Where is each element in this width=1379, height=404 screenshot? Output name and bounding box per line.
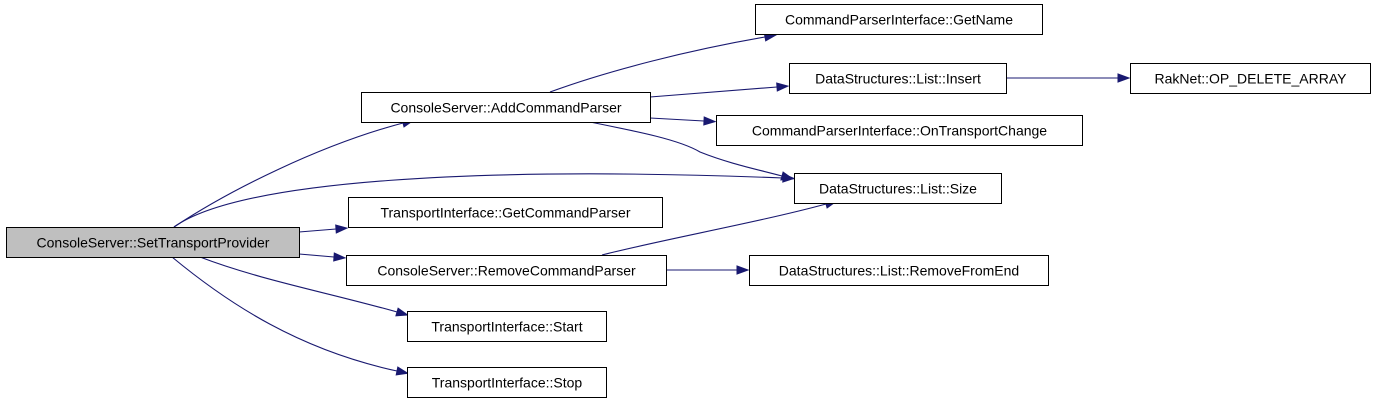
node-list-size[interactable]: DataStructures::List::Size — [794, 173, 1002, 204]
node-label[interactable]: TransportInterface::Stop — [432, 375, 583, 391]
edge-line — [298, 228, 337, 233]
arrow-head-icon — [1117, 73, 1131, 83]
edge-remove-command-parser-to-list-remove-from-end — [666, 265, 750, 275]
node-list-insert[interactable]: DataStructures::List::Insert — [789, 63, 1007, 94]
node-box[interactable] — [716, 115, 1083, 146]
node-box[interactable] — [348, 197, 663, 228]
edge-add-command-parser-to-list-size — [589, 121, 794, 181]
edge-line — [601, 203, 827, 256]
edge-add-command-parser-to-on-transport-change — [649, 116, 717, 126]
node-get-name[interactable]: CommandParserInterface::GetName — [755, 4, 1043, 35]
node-box[interactable] — [407, 311, 607, 342]
edge-set-transport-provider-to-get-command-parser — [298, 224, 349, 234]
node-label[interactable]: DataStructures::List::RemoveFromEnd — [779, 263, 1019, 279]
node-box[interactable] — [794, 173, 1002, 204]
edge-list-insert-to-op-delete-array — [1006, 73, 1131, 83]
arrow-head-icon — [780, 171, 794, 181]
node-remove-command-parser[interactable]: ConsoleServer::RemoveCommandParser — [346, 255, 667, 286]
node-box[interactable] — [755, 4, 1043, 35]
edge-line — [173, 122, 404, 228]
nodes-layer: ConsoleServer::SetTransportProviderConso… — [6, 4, 1371, 398]
edge-set-transport-provider-to-transport-start — [199, 256, 410, 317]
node-set-transport-provider[interactable]: ConsoleServer::SetTransportProvider — [6, 227, 300, 258]
node-op-delete-array[interactable]: RakNet::OP_DELETE_ARRAY — [1130, 63, 1371, 94]
edge-line — [549, 36, 766, 93]
node-label[interactable]: RakNet::OP_DELETE_ARRAY — [1155, 71, 1348, 87]
node-list-remove-from-end[interactable]: DataStructures::List::RemoveFromEnd — [749, 255, 1049, 286]
node-box[interactable] — [361, 92, 651, 123]
edge-line — [173, 173, 784, 228]
arrow-head-icon — [335, 224, 349, 234]
node-box[interactable] — [1130, 63, 1371, 94]
arrow-head-icon — [703, 116, 717, 126]
edge-line — [298, 253, 335, 258]
edge-line — [649, 86, 778, 98]
edge-add-command-parser-to-get-name — [549, 32, 778, 93]
node-box[interactable] — [749, 255, 1049, 286]
edge-line — [589, 121, 783, 177]
node-label[interactable]: TransportInterface::Start — [431, 319, 582, 335]
arrow-head-icon — [395, 307, 410, 317]
node-get-command-parser[interactable]: TransportInterface::GetCommandParser — [348, 197, 663, 228]
node-box[interactable] — [6, 227, 300, 258]
edge-line — [649, 117, 705, 122]
node-label[interactable]: TransportInterface::GetCommandParser — [380, 205, 630, 221]
edge-set-transport-provider-to-transport-stop — [171, 256, 410, 376]
node-box[interactable] — [407, 367, 607, 398]
node-transport-stop[interactable]: TransportInterface::Stop — [407, 367, 607, 398]
node-on-transport-change[interactable]: CommandParserInterface::OnTransportChang… — [716, 115, 1083, 146]
arrow-head-icon — [776, 82, 790, 92]
node-label[interactable]: ConsoleServer::SetTransportProvider — [37, 235, 270, 251]
node-label[interactable]: ConsoleServer::RemoveCommandParser — [377, 263, 636, 279]
arrow-head-icon — [333, 252, 347, 262]
node-label[interactable]: CommandParserInterface::GetName — [785, 12, 1013, 28]
arrow-head-icon — [736, 265, 750, 275]
edges-layer — [171, 32, 1131, 376]
node-label[interactable]: CommandParserInterface::OnTransportChang… — [752, 123, 1047, 139]
arrow-head-icon — [395, 366, 410, 376]
node-label[interactable]: DataStructures::List::Insert — [815, 71, 981, 87]
node-label[interactable]: DataStructures::List::Size — [819, 181, 977, 197]
edge-add-command-parser-to-list-insert — [649, 82, 790, 98]
edge-line — [171, 256, 398, 372]
node-box[interactable] — [346, 255, 667, 286]
node-label[interactable]: ConsoleServer::AddCommandParser — [390, 100, 621, 116]
edge-line — [199, 256, 398, 313]
node-transport-start[interactable]: TransportInterface::Start — [407, 311, 607, 342]
node-box[interactable] — [789, 63, 1007, 94]
node-add-command-parser[interactable]: ConsoleServer::AddCommandParser — [361, 92, 651, 123]
edge-set-transport-provider-to-remove-command-parser — [298, 252, 347, 262]
